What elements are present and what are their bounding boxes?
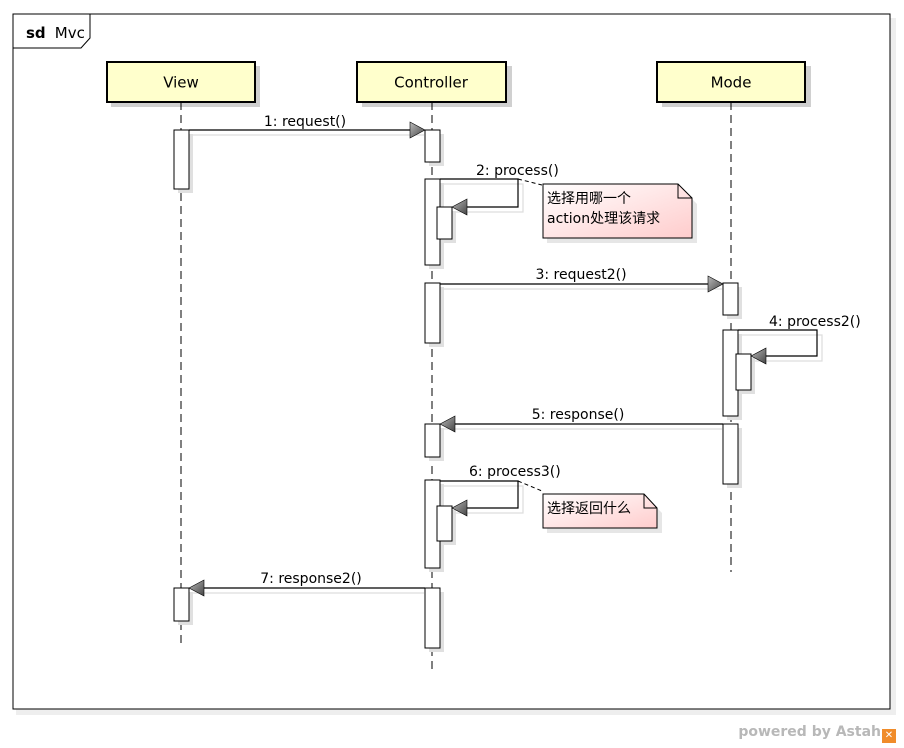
message-2[interactable]: 2: process()	[440, 163, 559, 216]
activation-mode-3	[722, 423, 739, 485]
logo-icon: ✕	[882, 729, 896, 743]
message-label: 1: request()	[264, 114, 346, 130]
note-1[interactable]: 选择用哪一个 action处理该请求	[517, 178, 697, 243]
arrowhead-icon	[409, 121, 426, 139]
activation-controller-5-nested	[436, 505, 453, 542]
arrowhead-icon	[451, 198, 468, 216]
note-line-1: 选择用哪一个	[547, 191, 631, 207]
activation-mode-2-nested	[735, 353, 752, 391]
activation-controller-6	[424, 587, 441, 649]
lifeline-name-view: View	[163, 74, 199, 92]
message-6[interactable]: 6: process3()	[440, 464, 561, 517]
activation-controller-3	[424, 282, 441, 344]
lifeline-name-mode: Mode	[711, 74, 752, 92]
message-label: 2: process()	[476, 163, 559, 179]
message-3[interactable]: 3: request2()	[440, 267, 724, 293]
message-label: 4: process2()	[769, 314, 861, 330]
note-line-2: action处理该请求	[547, 211, 660, 227]
activation-controller-1	[424, 129, 441, 163]
activation-view-1	[173, 129, 190, 190]
message-5[interactable]: 5: response()	[439, 407, 723, 433]
frame-tab	[12, 13, 91, 49]
arrowhead-icon	[451, 499, 468, 517]
activation-controller-4	[424, 423, 441, 458]
message-7[interactable]: 7: response2()	[188, 571, 425, 597]
message-label: 7: response2()	[260, 571, 362, 587]
arrowhead-icon	[750, 347, 767, 365]
activation-controller-2-nested	[436, 206, 453, 240]
note-connector	[517, 480, 543, 492]
arrowhead-icon	[439, 415, 456, 433]
lifeline-name-controller: Controller	[394, 74, 469, 92]
activation-mode-1	[722, 282, 739, 316]
message-1[interactable]: 1: request()	[189, 114, 426, 139]
watermark-text: powered by Astah	[738, 724, 881, 740]
lifeline-view[interactable]: View	[106, 61, 260, 107]
note-line-1: 选择返回什么	[547, 501, 631, 517]
message-label: 3: request2()	[535, 267, 626, 283]
lifeline-mode[interactable]: Mode	[656, 61, 811, 107]
note-2[interactable]: 选择返回什么	[517, 480, 662, 533]
message-label: 6: process3()	[469, 464, 561, 480]
activation-view-2	[173, 587, 190, 622]
frame-tab-label: sd Mvc	[26, 23, 85, 42]
lifeline-controller[interactable]: Controller	[356, 61, 512, 107]
message-4[interactable]: 4: process2()	[738, 314, 861, 365]
message-label: 5: response()	[532, 407, 625, 423]
arrowhead-icon	[707, 275, 724, 293]
arrowhead-icon	[188, 579, 205, 597]
watermark: powered by Astah✕	[738, 724, 896, 743]
